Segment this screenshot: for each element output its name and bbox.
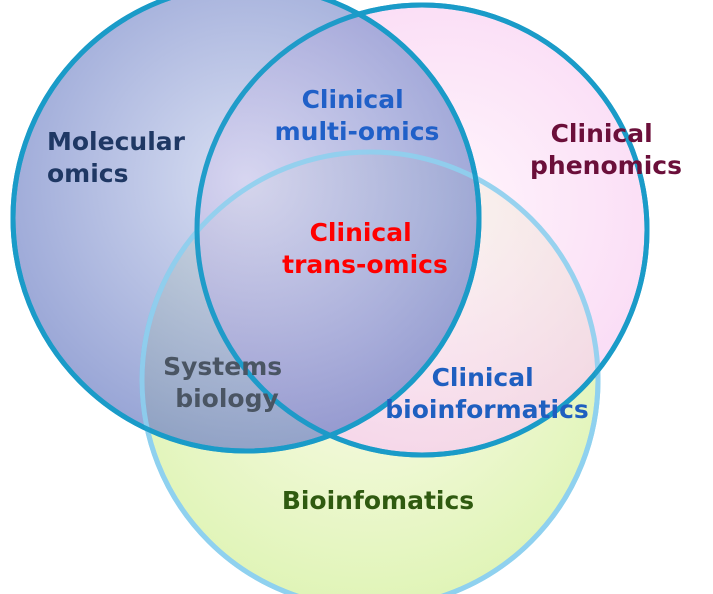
label-systems-biology-line2: biology xyxy=(175,384,279,413)
label-clinical-trans-omics: Clinical trans-omics xyxy=(282,218,448,279)
label-clinical-bioinformatics: Clinical bioinformatics xyxy=(385,363,589,424)
label-molecular-omics: Molecular omics xyxy=(47,127,194,188)
label-clinical-multi-omics: Clinical multi-omics xyxy=(275,85,440,146)
label-molecular-omics-line1: Molecular xyxy=(47,127,186,156)
label-clinical-phenomics-line1: Clinical xyxy=(551,119,653,148)
bioinformatics-outline xyxy=(139,149,601,594)
svg-text:Systems biology: Systems biology xyxy=(163,352,291,413)
label-systems-biology-line1: Systems xyxy=(163,352,282,381)
svg-text:Clinical bioinformatics: Clinical bioinformatics xyxy=(385,363,589,424)
label-clinical-trans-omics-line1: Clinical xyxy=(310,218,412,247)
svg-text:Clinical trans-omics: Clinical trans-omics xyxy=(282,218,448,279)
clinical-phenomics-outline xyxy=(194,2,650,458)
svg-text:Molecular omics: Molecular omics xyxy=(47,127,194,188)
molecular-omics-outline xyxy=(10,0,482,454)
label-systems-biology: Systems biology xyxy=(163,352,291,413)
svg-text:Clinical multi-omics: Clinical multi-omics xyxy=(275,85,440,146)
label-clinical-multi-omics-line2: multi-omics xyxy=(275,117,440,146)
svg-text:Clinical phenomics: Clinical phenomics xyxy=(530,119,682,180)
label-clinical-multi-omics-line1: Clinical xyxy=(302,85,404,114)
svg-text:Bioinfomatics: Bioinfomatics xyxy=(282,486,474,515)
label-clinical-phenomics-line2: phenomics xyxy=(530,151,682,180)
label-bioinfomatics: Bioinfomatics xyxy=(282,486,474,515)
label-clinical-trans-omics-line2: trans-omics xyxy=(282,250,448,279)
label-clinical-bioinformatics-line2: bioinformatics xyxy=(385,395,589,424)
label-bioinfomatics-line1: Bioinfomatics xyxy=(282,486,474,515)
label-clinical-bioinformatics-line1: Clinical xyxy=(432,363,534,392)
label-molecular-omics-line2: omics xyxy=(47,159,129,188)
label-clinical-phenomics: Clinical phenomics xyxy=(530,119,682,180)
